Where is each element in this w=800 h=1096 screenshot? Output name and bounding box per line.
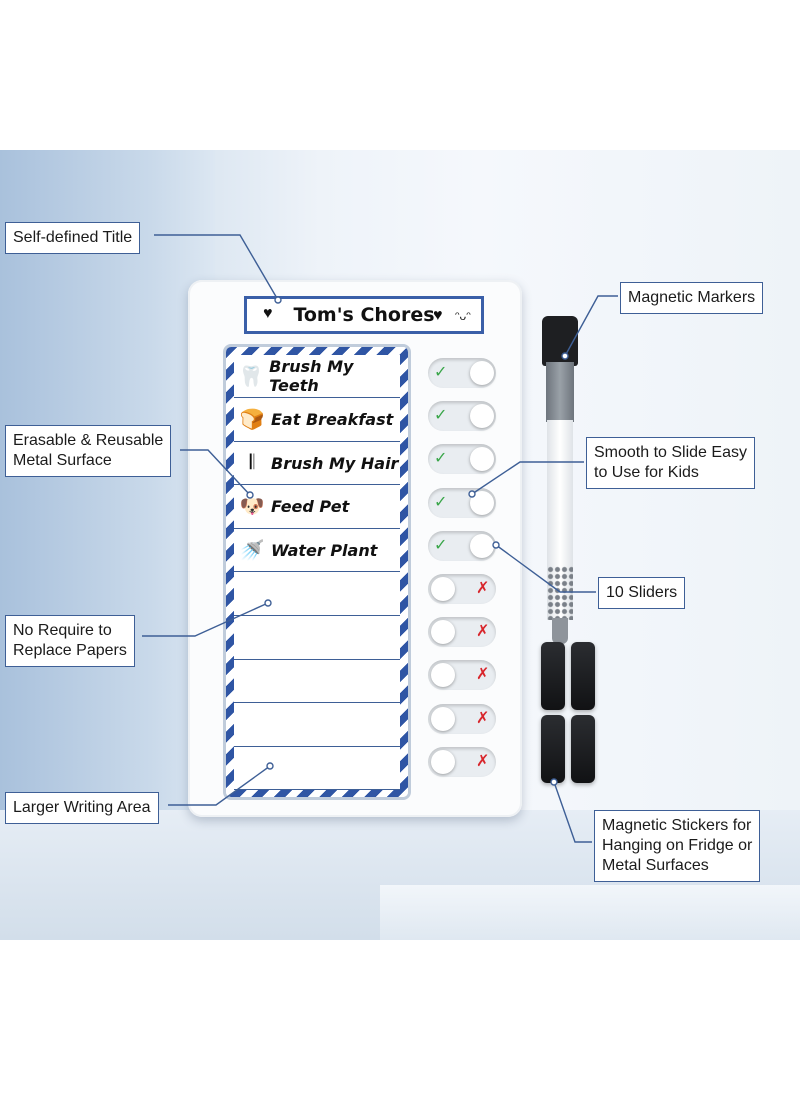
slider-knob[interactable] (431, 577, 455, 601)
chore-label: Eat Breakfast (271, 410, 394, 430)
callout-10-sliders: 10 Sliders (598, 577, 686, 609)
callout-erasable: Erasable & Reusable Metal Surface (5, 425, 172, 477)
chore-label: Brush My Teeth (269, 357, 354, 395)
magnetic-sticker (541, 715, 565, 783)
chore-label: Water Plant (271, 540, 378, 560)
callout-text: to Use for Kids (594, 464, 699, 481)
callout-magnetic-stickers: Magnetic Stickers for Hanging on Fridge … (594, 810, 761, 882)
cross-icon: ✗ (476, 666, 490, 684)
check-icon: ✓ (434, 364, 448, 381)
callout-self-defined-title: Self-defined Title (5, 222, 141, 254)
slider-knob[interactable] (431, 749, 455, 774)
callout-text: No Require to (13, 622, 112, 639)
blank-row (234, 660, 400, 704)
background-step (380, 885, 800, 940)
blank-row (234, 573, 400, 616)
callout-text: Erasable & Reusable (13, 432, 164, 449)
blank-row (234, 617, 400, 660)
watering-can-icon: 🚿 (239, 539, 265, 562)
magnetic-sticker (571, 642, 595, 710)
slider-knob[interactable] (431, 706, 455, 731)
chore-label: Feed Pet (271, 497, 350, 517)
callout-text: Metal Surfaces (602, 857, 709, 874)
slider-knob[interactable] (431, 620, 455, 645)
chore-row: 🚿 Water Plant (234, 529, 400, 573)
chore-slider[interactable]: ✗ (428, 615, 498, 651)
check-icon: ✓ (434, 407, 448, 425)
chore-slider[interactable]: ✓ (428, 356, 498, 392)
comb-icon: 𝄃 (249, 451, 255, 474)
slider-knob[interactable] (470, 490, 494, 515)
callout-smooth-slide: Smooth to Slide Easy to Use for Kids (586, 437, 755, 489)
chore-slider[interactable]: ✓ (428, 399, 498, 435)
chore-row: 🦷Brush My Teeth (234, 355, 400, 398)
writing-area: 🦷Brush My Teeth🍞Eat Breakfast𝄃Brush My H… (234, 355, 400, 791)
callout-no-papers: No Require to Replace Papers (5, 615, 135, 667)
magnetic-sticker (541, 642, 565, 710)
callout-magnetic-markers: Magnetic Markers (620, 282, 764, 314)
chore-slider[interactable]: ✗ (428, 745, 498, 781)
marker-tip (552, 618, 568, 644)
cross-icon: ✗ (476, 752, 490, 770)
chore-row: 🐶 Feed Pet (234, 486, 400, 529)
callout-text: Smooth to Slide Easy (594, 444, 747, 461)
chore-slider[interactable]: ✓ (428, 529, 498, 565)
heart-icon: ♥ (263, 305, 273, 322)
tooth-icon: 🦷 (238, 365, 264, 388)
cross-icon: ✗ (476, 709, 490, 727)
callout-text: Hanging on Fridge or (602, 837, 753, 854)
blank-row (234, 704, 400, 747)
board-title: Tom's Chores (293, 304, 435, 326)
slider-knob[interactable] (470, 404, 494, 429)
title-strip: ♥ Tom's Chores ♥ ᵔᴗᵔ (244, 296, 484, 334)
cross-icon: ✗ (476, 623, 490, 641)
pet-icon: 🐶 (239, 496, 265, 519)
magnetic-sticker (571, 715, 595, 783)
callout-text: Self-defined Title (13, 229, 133, 246)
check-icon: ✓ (434, 536, 448, 554)
smile-icon: ᵔᴗᵔ (455, 309, 471, 323)
chore-slider[interactable]: ✗ (428, 572, 498, 608)
callout-text: Metal Surface (13, 452, 112, 469)
marker-cap (542, 316, 578, 366)
slider-knob[interactable] (470, 361, 494, 385)
magnetic-marker (538, 316, 582, 646)
blank-row (234, 747, 400, 791)
chore-row: 🍞 Eat Breakfast (234, 399, 400, 442)
check-icon: ✓ (434, 493, 448, 511)
marker-grip (546, 362, 574, 422)
chore-slider[interactable]: ✓ (428, 486, 498, 522)
chore-label: Brush My Hair (271, 453, 399, 473)
callout-text: Magnetic Markers (628, 289, 756, 306)
chore-slider[interactable]: ✓ (428, 442, 498, 478)
chore-sheet: 🦷Brush My Teeth🍞Eat Breakfast𝄃Brush My H… (223, 344, 411, 800)
chore-slider[interactable]: ✗ (428, 658, 498, 694)
marker-dots (547, 566, 573, 620)
slider-knob[interactable] (470, 533, 494, 558)
bread-icon: 🍞 (239, 409, 265, 432)
callout-text: Replace Papers (13, 642, 127, 659)
callout-writing-area: Larger Writing Area (5, 792, 159, 824)
chore-slider[interactable]: ✗ (428, 702, 498, 738)
callout-text: 10 Sliders (606, 584, 678, 601)
check-icon: ✓ (434, 450, 448, 468)
slider-knob[interactable] (431, 663, 455, 688)
chore-board: ♥ Tom's Chores ♥ ᵔᴗᵔ 🦷Brush My Teeth🍞Eat… (188, 280, 522, 817)
heart-icon: ♥ (433, 307, 443, 324)
callout-text: Magnetic Stickers for (602, 817, 752, 834)
callout-text: Larger Writing Area (13, 799, 151, 816)
cross-icon: ✗ (476, 580, 490, 597)
chore-row: 𝄃 Brush My Hair (234, 442, 400, 486)
